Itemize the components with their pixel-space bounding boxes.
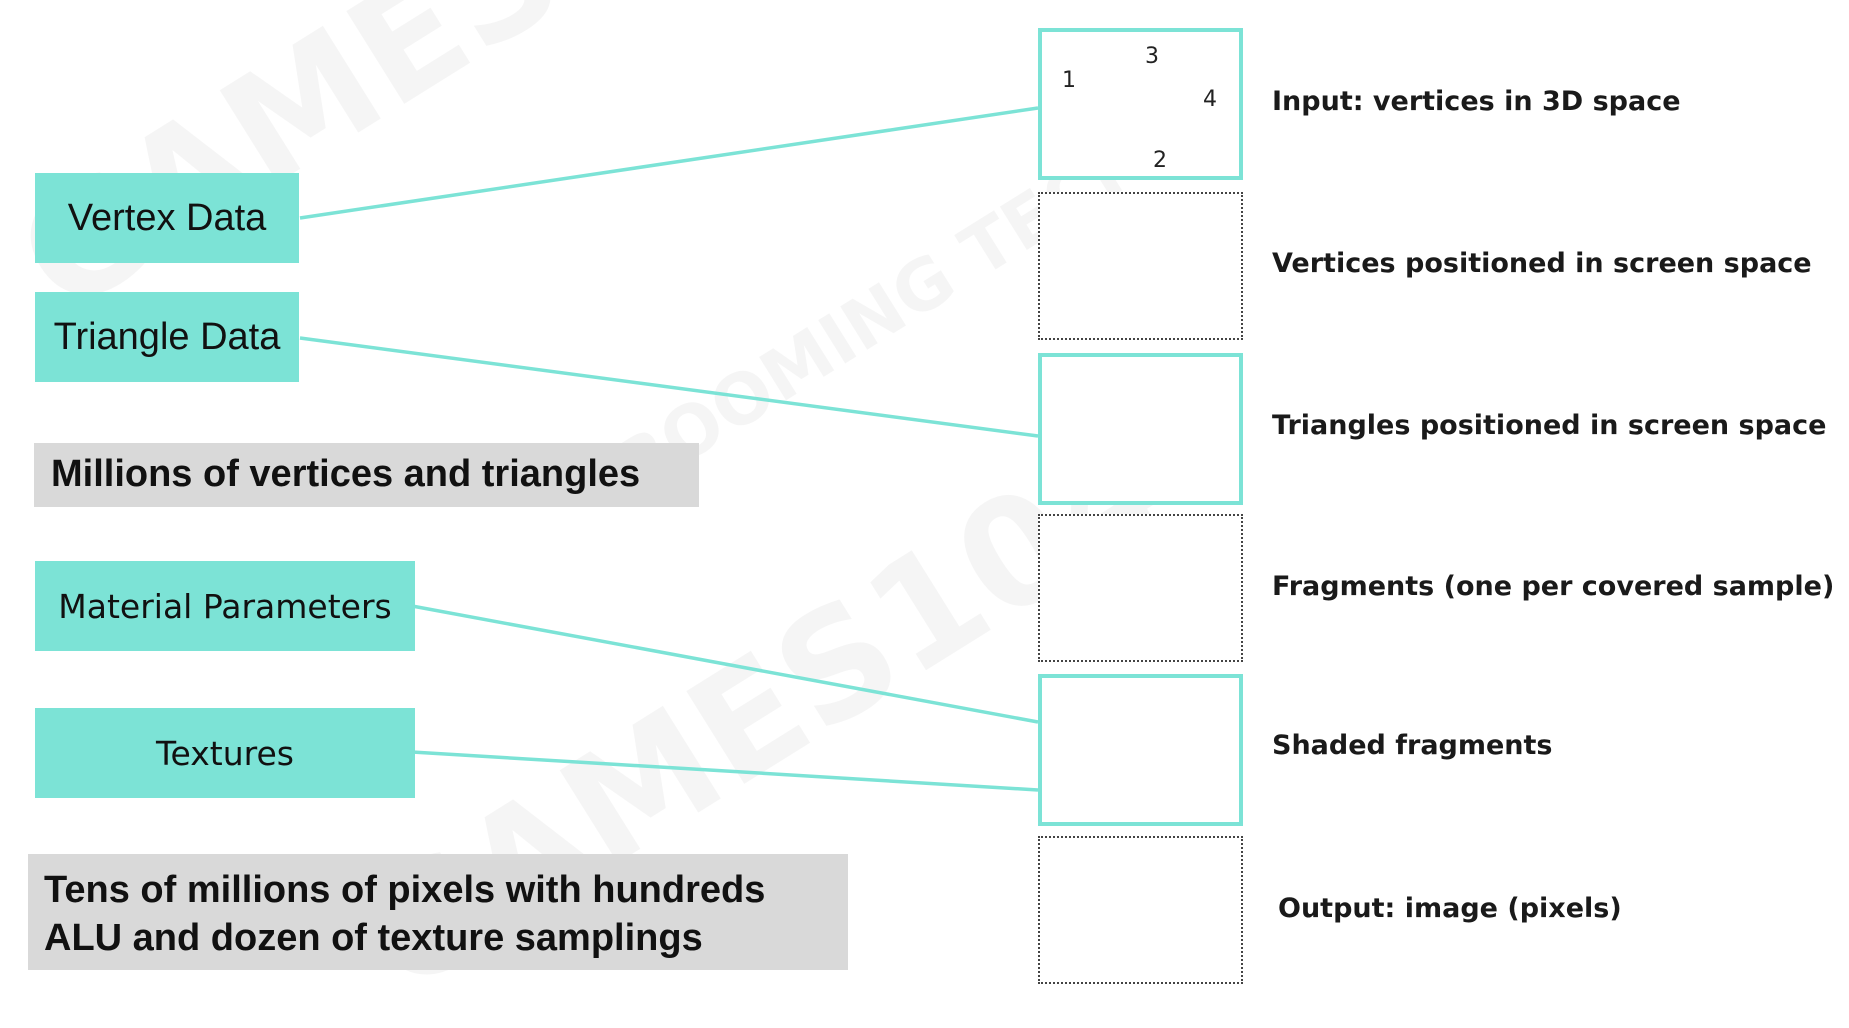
- stage-panel-triangles: [1038, 353, 1243, 505]
- stage-panel-output: [1038, 836, 1243, 984]
- connector-vertex-data: [299, 106, 1039, 220]
- vertex-number-3: 3: [1145, 44, 1159, 69]
- vertex-data-label: Vertex Data: [67, 196, 267, 239]
- textures-box: Textures: [35, 708, 415, 798]
- stage-label-triangles: Triangles positioned in screen space: [1272, 410, 1827, 441]
- stage-panel-input: [1038, 28, 1243, 180]
- stage-panel-shaded: [1038, 674, 1243, 826]
- stage-panel-fragments: [1038, 514, 1243, 662]
- pixels-note-line-2: ALU and dozen of texture samplings: [44, 917, 703, 959]
- stage-label-output: Output: image (pixels): [1278, 893, 1622, 924]
- triangle-data-label: Triangle Data: [53, 315, 281, 358]
- vertex-number-1: 1: [1062, 68, 1076, 93]
- textures-label: Textures: [156, 733, 294, 773]
- vertex-number-2: 2: [1153, 148, 1167, 173]
- graphics-pipeline-diagram: GAMES104 GAMES104 BOOMING TECH: [28, 28, 1835, 984]
- connector-material-parameters: [411, 604, 1039, 724]
- stage-label-input: Input: vertices in 3D space: [1272, 86, 1681, 117]
- material-parameters-box: Material Parameters: [35, 561, 415, 651]
- stage-label-fragments: Fragments (one per covered sample): [1272, 571, 1835, 602]
- stage-label-shaded: Shaded fragments: [1272, 730, 1553, 761]
- vertices-triangles-text: Millions of vertices and triangles: [51, 453, 641, 495]
- stage-panel-screen-vertices: [1038, 192, 1243, 340]
- connector-textures: [411, 750, 1039, 792]
- stage-label-screen-vertices: Vertices positioned in screen space: [1272, 248, 1812, 279]
- triangle-data-box: Triangle Data: [35, 292, 299, 382]
- pixels-note-line-1: Tens of millions of pixels with hundreds: [44, 869, 766, 911]
- pixels-note: Tens of millions of pixels with hundreds…: [28, 854, 848, 970]
- connector-triangle-data: [299, 336, 1039, 438]
- vertex-data-box: Vertex Data: [35, 173, 299, 263]
- vertex-number-4: 4: [1203, 87, 1217, 112]
- vertices-triangles-note: Millions of vertices and triangles: [34, 443, 699, 507]
- material-parameters-label: Material Parameters: [58, 586, 392, 626]
